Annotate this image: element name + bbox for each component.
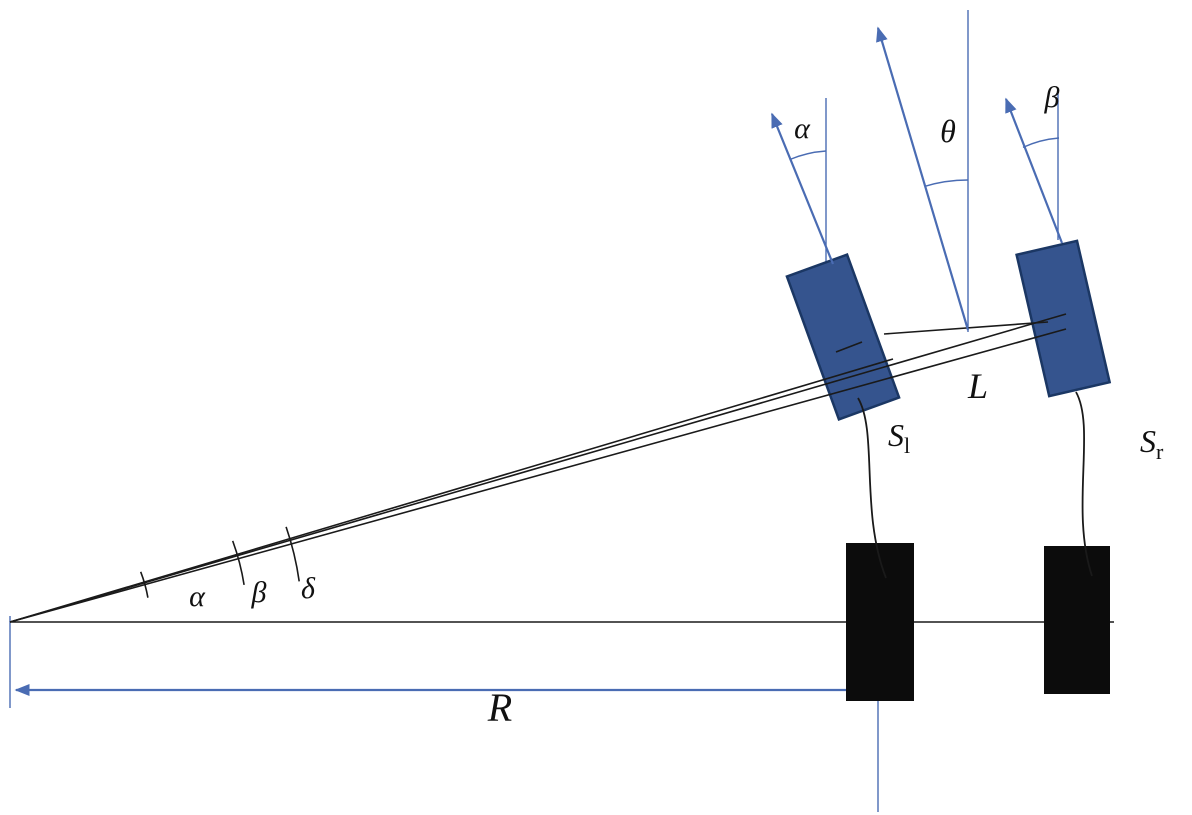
left-trajectory-curve bbox=[857, 397, 887, 579]
left-arc-label-sub: l bbox=[904, 433, 910, 458]
vertex-arc-alpha bbox=[139, 571, 149, 598]
right-arc-label-sub: r bbox=[1156, 439, 1164, 464]
vertex-arc-delta bbox=[285, 526, 300, 582]
turning-center-ray-1 bbox=[9, 313, 1067, 623]
front-right-wheel bbox=[1015, 239, 1112, 398]
theta-label: θ bbox=[940, 113, 956, 149]
beta-angle-arc bbox=[1022, 137, 1060, 149]
front-left-steer-arrow bbox=[770, 112, 835, 265]
heading-arrow bbox=[876, 26, 970, 331]
front-left-wheel-group bbox=[785, 253, 901, 421]
theta-angle-arc bbox=[924, 179, 969, 188]
front-right-steer-arrow bbox=[1004, 97, 1064, 244]
turning-center-ray-2 bbox=[9, 328, 1067, 623]
right-arc-label-base: S bbox=[1140, 423, 1156, 459]
turning-radius-label: R bbox=[487, 685, 512, 730]
axle-line bbox=[883, 321, 1049, 335]
turning-center-ray-3 bbox=[9, 358, 894, 623]
axle-length-label: L bbox=[967, 366, 988, 406]
right-arc-label: Sr bbox=[1140, 423, 1164, 464]
beta-top-label: β bbox=[1044, 81, 1060, 114]
left-arc-label-base: S bbox=[888, 417, 904, 453]
front-left-hub-tick bbox=[835, 341, 863, 353]
alpha-top-label: α bbox=[794, 112, 811, 145]
vertex-arc-beta bbox=[231, 540, 245, 586]
front-right-wheel-group bbox=[1015, 239, 1112, 398]
alpha-angle-arc bbox=[789, 150, 827, 161]
left-arc-label: Sl bbox=[888, 417, 910, 458]
rear-right-wheel bbox=[1044, 546, 1110, 694]
vertex-delta-label: δ bbox=[301, 572, 316, 605]
vertex-alpha-label: α bbox=[189, 580, 206, 613]
vertex-beta-label: β bbox=[251, 576, 267, 609]
rear-left-wheel bbox=[846, 543, 914, 701]
right-trajectory-curve bbox=[1075, 391, 1093, 577]
front-left-wheel bbox=[785, 253, 901, 421]
